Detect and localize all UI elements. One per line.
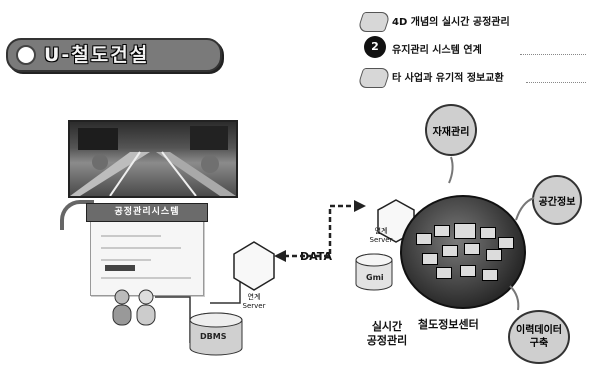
leaf-icon <box>357 12 391 32</box>
leaf-icon <box>357 68 391 88</box>
monitor-icon <box>480 227 496 239</box>
placeholder-bar <box>105 265 135 271</box>
monitor-icon <box>498 237 514 249</box>
feature-number-badge: 2 <box>364 36 386 58</box>
monitor-icon <box>442 245 458 257</box>
monitor-icon <box>486 249 502 261</box>
feature-item-1: 4D 개념의 실시간 공정관리 <box>392 13 510 28</box>
connector-arc <box>506 284 526 312</box>
monitor-icon <box>454 223 476 239</box>
railway-photo-graphic <box>70 122 236 196</box>
placeholder-line <box>101 235 161 237</box>
connector-arc <box>512 194 536 224</box>
bullet-circle-icon <box>16 45 36 65</box>
history-data-line2: 구축 <box>530 337 548 350</box>
monitor-icon <box>416 233 432 245</box>
system-window-title: 공정관리시스템 <box>86 203 208 222</box>
dbms-label: DBMS <box>200 332 226 341</box>
gis-label: Gmi <box>366 273 384 282</box>
monitor-icon <box>436 267 452 279</box>
monitor-icon <box>422 253 438 265</box>
monitor-icon <box>464 243 480 255</box>
server-label-right: 연계 Server <box>358 226 404 244</box>
server-label: 연계 Server <box>226 292 282 310</box>
monitor-icon <box>434 225 450 237</box>
railway-photo <box>68 120 238 198</box>
monitor-icon <box>482 269 498 281</box>
realtime-label-line2: 공정관리 <box>356 332 418 348</box>
connector-arc <box>441 155 461 185</box>
photo-caption: ᅟ <box>38 162 54 187</box>
dotted-divider <box>526 82 586 83</box>
monitor-icon <box>460 265 476 277</box>
feature-item-2: 유지관리 시스템 연계 <box>392 41 482 56</box>
feature-item-3: 타 사업과 유기적 정보교환 <box>392 69 504 84</box>
diagram-title: U-철도건설 <box>44 40 149 67</box>
history-data-line1: 이력데이터 <box>516 324 562 337</box>
placeholder-line <box>101 259 151 261</box>
dotted-divider <box>520 54 586 55</box>
info-center-label: 철도정보센터 <box>418 316 479 332</box>
placeholder-line <box>101 247 181 249</box>
material-management-circle: 자재관리 <box>425 104 477 156</box>
spatial-info-circle: 공간정보 <box>532 175 582 225</box>
history-data-circle: 이력데이터 구축 <box>508 310 570 364</box>
